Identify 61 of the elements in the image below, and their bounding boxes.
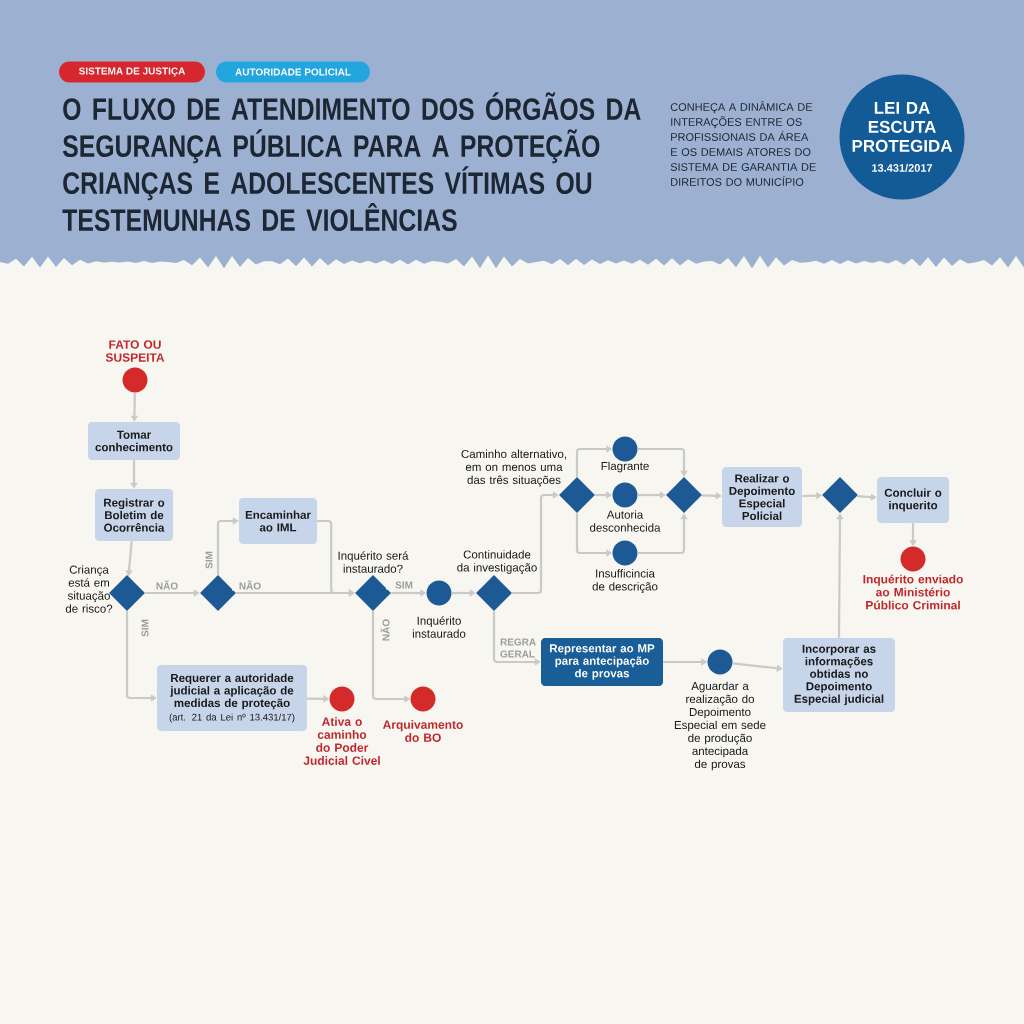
arrow bbox=[451, 589, 476, 597]
process-box: Representar ao MP para antecipação de provas bbox=[541, 638, 663, 686]
node-caption: Aguardar a realização do Depoimento Especial em sede de produção antecipada de provas bbox=[674, 681, 766, 771]
process-box: Concluir o inquerito bbox=[877, 477, 949, 523]
node-caption: Flagrante bbox=[601, 461, 649, 473]
arrow bbox=[836, 513, 844, 638]
arrow bbox=[512, 491, 559, 595]
arrow bbox=[125, 611, 157, 702]
arrow bbox=[492, 611, 541, 666]
node-caption: Criança está em situação de risco? bbox=[65, 565, 113, 613]
node-caption: FATO OU SUSPEITA bbox=[105, 340, 165, 362]
arrow bbox=[732, 662, 783, 672]
subtitle-text: CONHEÇA A DINÂMICA DE INTERAÇÕES ENTRE OS PROFISSIONAIS DA ÁREA E OS DEMAIS ATORES DO SISTEMA DE GARANTIA DE DIREITOS DO MUNICÍPIO bbox=[670, 101, 816, 186]
decision-diamond bbox=[666, 477, 702, 513]
tag-pill: SISTEMA DE JUSTIÇA bbox=[59, 61, 205, 83]
arrow bbox=[145, 589, 200, 597]
node-caption: Inquérito enviado ao Ministério Público Criminal bbox=[863, 574, 963, 610]
node-caption: Continuidade da investigação bbox=[457, 550, 537, 574]
tag-pill: AUTORIDADE POLICIAL bbox=[216, 61, 370, 83]
state-circle bbox=[426, 580, 452, 606]
end-circle bbox=[329, 686, 355, 712]
edge-label: SIM bbox=[386, 580, 422, 590]
start-circle bbox=[122, 367, 148, 393]
arrow bbox=[637, 513, 688, 555]
edge-label: NÃO bbox=[379, 612, 391, 648]
node-caption: Inquérito será instaurado? bbox=[338, 551, 409, 573]
node-caption: Autoria desconhecida bbox=[590, 510, 661, 532]
process-box: Requerer a autoridade judicial a aplicação de medidas de proteção (art. 21 da Lei nº 13.431/17) bbox=[157, 665, 307, 731]
process-box: Incorporar as informações obtidas no Depoimento Especial judicial bbox=[783, 638, 895, 712]
node-caption: Insufficincia de descrição bbox=[592, 569, 658, 593]
edge-label: SIM bbox=[204, 542, 214, 578]
decision-diamond bbox=[476, 575, 512, 611]
decision-diamond bbox=[822, 477, 858, 513]
decision-diamond bbox=[200, 575, 236, 611]
end-circle bbox=[900, 546, 926, 572]
decision-diamond bbox=[559, 477, 595, 513]
node-caption: Arquivamento do BO bbox=[382, 720, 463, 742]
edge-label: REGRA GERAL bbox=[499, 637, 536, 659]
process-box: Tomar conhecimento bbox=[88, 422, 180, 460]
state-circle bbox=[707, 649, 733, 675]
arrow bbox=[317, 519, 355, 597]
law-badge: LEI DA ESCUTA PROTEGIDA 13.431/2017 bbox=[839, 74, 965, 200]
arrow bbox=[130, 460, 138, 489]
process-box: Encaminhar ao IML bbox=[239, 498, 317, 544]
edge-label: NÃO bbox=[232, 579, 268, 591]
arrow bbox=[216, 517, 239, 575]
end-circle bbox=[410, 686, 436, 712]
node-caption: Caminho alternativo, em on menos uma das três situações bbox=[461, 449, 566, 487]
node-caption: Inquérito instaurado bbox=[412, 616, 466, 638]
title: O FLUXO DE ATENDIMENTO DOS ÓRGÃOS DA SEGURANÇA PÚBLICA PARA A PROTEÇÃO CRIANÇAS E ADOLESCENTES VÍTIMAS OU TESTEMUNHAS DE VIOLÊNCIAS bbox=[62, 92, 641, 232]
arrow bbox=[856, 493, 877, 501]
state-circle bbox=[612, 482, 638, 508]
process-box: Realizar o Depoimento Especial Policial bbox=[722, 467, 802, 527]
arrow bbox=[637, 491, 666, 499]
arrow bbox=[637, 447, 688, 477]
edge-label: NÃO bbox=[149, 579, 185, 591]
state-circle bbox=[612, 540, 638, 566]
edge-label: SIM bbox=[140, 610, 150, 646]
decision-diamond bbox=[355, 575, 391, 611]
process-box: Registrar o Boletim de Ocorrência bbox=[95, 489, 173, 541]
state-circle bbox=[612, 436, 638, 462]
